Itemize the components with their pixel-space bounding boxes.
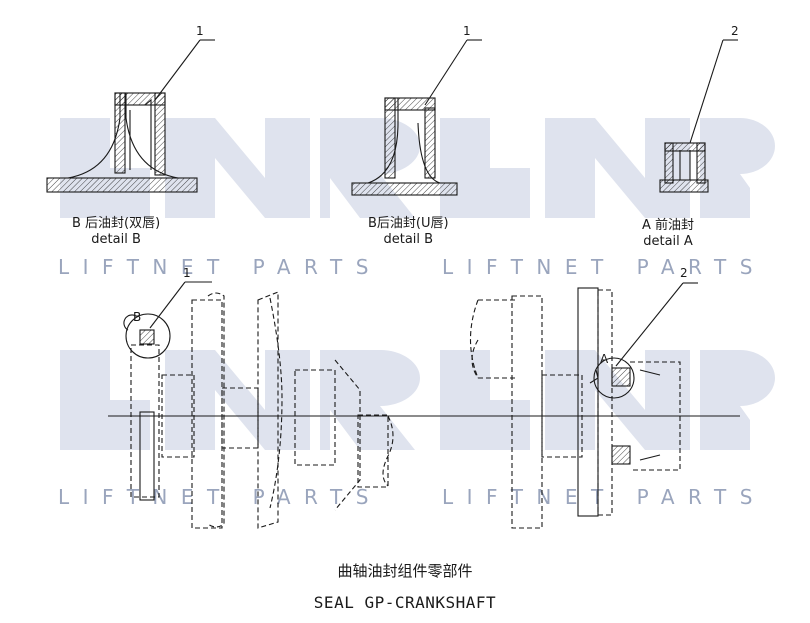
- seal-detail-a: [659, 39, 738, 193]
- callout-1-detail-b-mid: 1: [463, 24, 471, 38]
- watermark-logo: [60, 118, 775, 450]
- caption-cn: A 前油封: [642, 218, 695, 233]
- seal-detail-b-u-lip: [351, 39, 482, 196]
- crankshaft-front-view: [469, 282, 698, 529]
- caption-en: detail A: [643, 234, 693, 249]
- watermark-tagline: LIFTNET PARTS: [58, 485, 382, 509]
- seal-detail-b-double-lip: [46, 39, 215, 193]
- marker-a: A: [600, 352, 609, 366]
- caption-detail-b-mid: B后油封(U唇) detail B: [368, 216, 449, 248]
- caption-en: detail B: [91, 232, 141, 247]
- callout-1-detail-b-left: 1: [196, 24, 204, 38]
- caption-cn: B后油封(U唇): [368, 216, 449, 231]
- watermark-tagline: LIFTNET PARTS: [442, 485, 766, 509]
- watermark-tagline: LIFTNET PARTS: [58, 255, 382, 279]
- caption-detail-b-left: B 后油封(双唇) detail B: [72, 216, 160, 248]
- marker-b: B: [133, 310, 142, 324]
- caption-detail-a: A 前油封 detail A: [642, 218, 694, 250]
- crankshaft-rear-view: [108, 281, 740, 529]
- drawing-title-en: SEAL GP-CRANKSHAFT: [313, 593, 497, 612]
- watermark-tagline: LIFTNET PARTS: [442, 255, 766, 279]
- callout-2-main-right: 2: [680, 266, 688, 280]
- drawing-title-cn: 曲轴油封组件零部件: [337, 562, 473, 580]
- caption-en: detail B: [383, 232, 434, 247]
- callout-2-detail-a: 2: [731, 24, 739, 38]
- caption-cn: B 后油封(双唇): [72, 216, 161, 231]
- callout-1-main-left: 1: [183, 266, 191, 280]
